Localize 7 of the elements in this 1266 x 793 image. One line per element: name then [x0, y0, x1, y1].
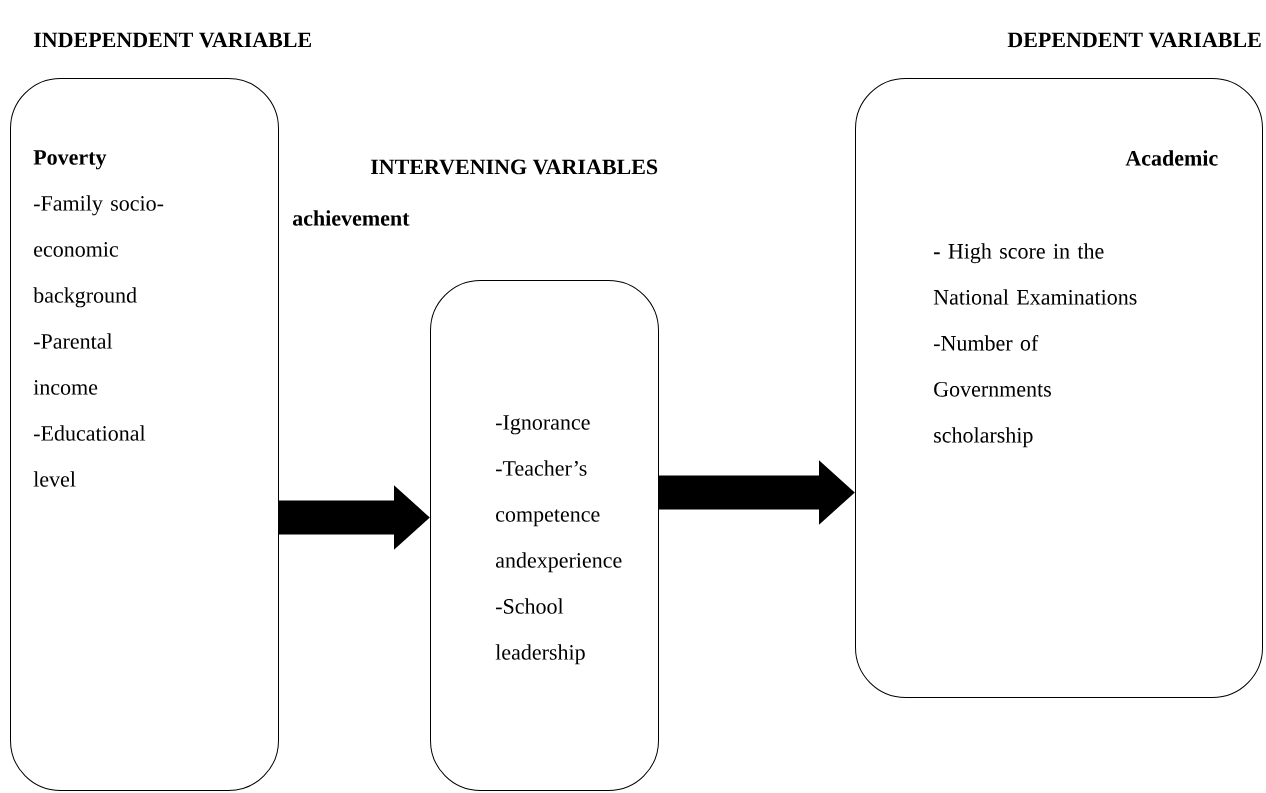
heading: INTERVENING VARIABLES [370, 159, 658, 175]
heading: INDEPENDENT VARIABLE [33, 32, 311, 48]
rounded-box: Academic - High score in the National Examinations -Number of Governments scholarship [855, 78, 1263, 698]
heading: achievement [292, 210, 410, 226]
heading: DEPENDENT VARIABLE [1007, 32, 1261, 48]
rounded-box: -Ignorance -Teacher’s competence andexperience -School leadership [430, 280, 659, 791]
rounded-box: Poverty -Family socio- economic background -Parental income -Educational level [10, 78, 279, 791]
